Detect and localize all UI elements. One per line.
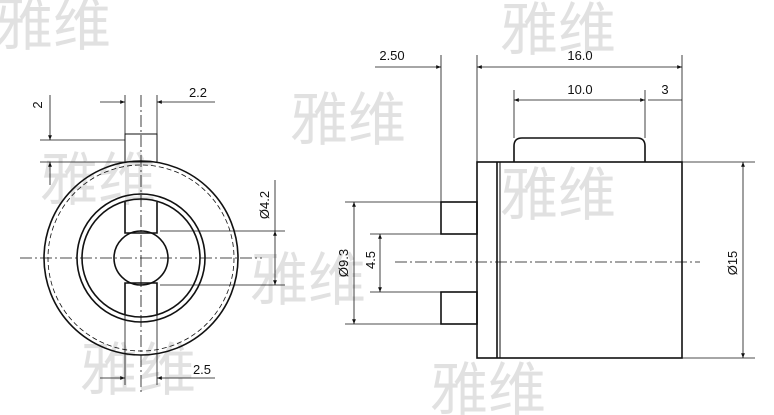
watermark: 雅维 — [430, 356, 546, 415]
pin-top — [440, 201, 478, 235]
watermark: 雅维 — [80, 336, 196, 404]
pin-bottom — [440, 291, 478, 325]
outer-hidden-circle — [47, 164, 235, 352]
front-view: 2 2.2 Ø4.2 2.5 — [20, 85, 285, 395]
inner-ring-circle — [81, 198, 201, 318]
bore-circle — [113, 230, 169, 286]
watermark: 雅维 — [500, 0, 616, 64]
dim-slot-width-bottom: 2.5 — [193, 362, 211, 377]
top-slot — [124, 202, 158, 234]
bottom-slot — [124, 282, 158, 314]
top-terminal — [513, 137, 646, 162]
watermark: 雅维 — [40, 146, 156, 214]
dim-pin-spacing: 4.5 — [363, 251, 378, 269]
dim-terminal-offset: 3 — [661, 82, 668, 97]
top-key — [124, 133, 158, 163]
dim-terminal-length: 10.0 — [567, 82, 592, 97]
dim-outer-diameter: Ø15 — [725, 251, 740, 276]
watermark: 雅维 — [250, 246, 366, 314]
side-view: 16.0 2.50 10.0 3 Ø15 Ø9.3 4.5 — [336, 48, 755, 359]
dim-length: 16.0 — [567, 48, 592, 63]
body — [476, 161, 683, 359]
watermark-layer: 雅维 雅维 雅维 雅维 雅维 雅维 雅维 雅维 — [0, 0, 616, 415]
dim-pin-circle: Ø9.3 — [336, 249, 351, 277]
dim-flange: 2.50 — [379, 48, 404, 63]
watermark: 雅维 — [0, 0, 111, 59]
middle-circle — [76, 193, 206, 323]
dim-bore: Ø4.2 — [257, 191, 272, 219]
outer-circle — [43, 160, 239, 356]
watermark: 雅维 — [500, 161, 616, 229]
watermark: 雅维 — [290, 86, 406, 154]
dim-slot-depth: 2 — [30, 101, 45, 108]
dim-slot-width-top: 2.2 — [189, 85, 207, 100]
